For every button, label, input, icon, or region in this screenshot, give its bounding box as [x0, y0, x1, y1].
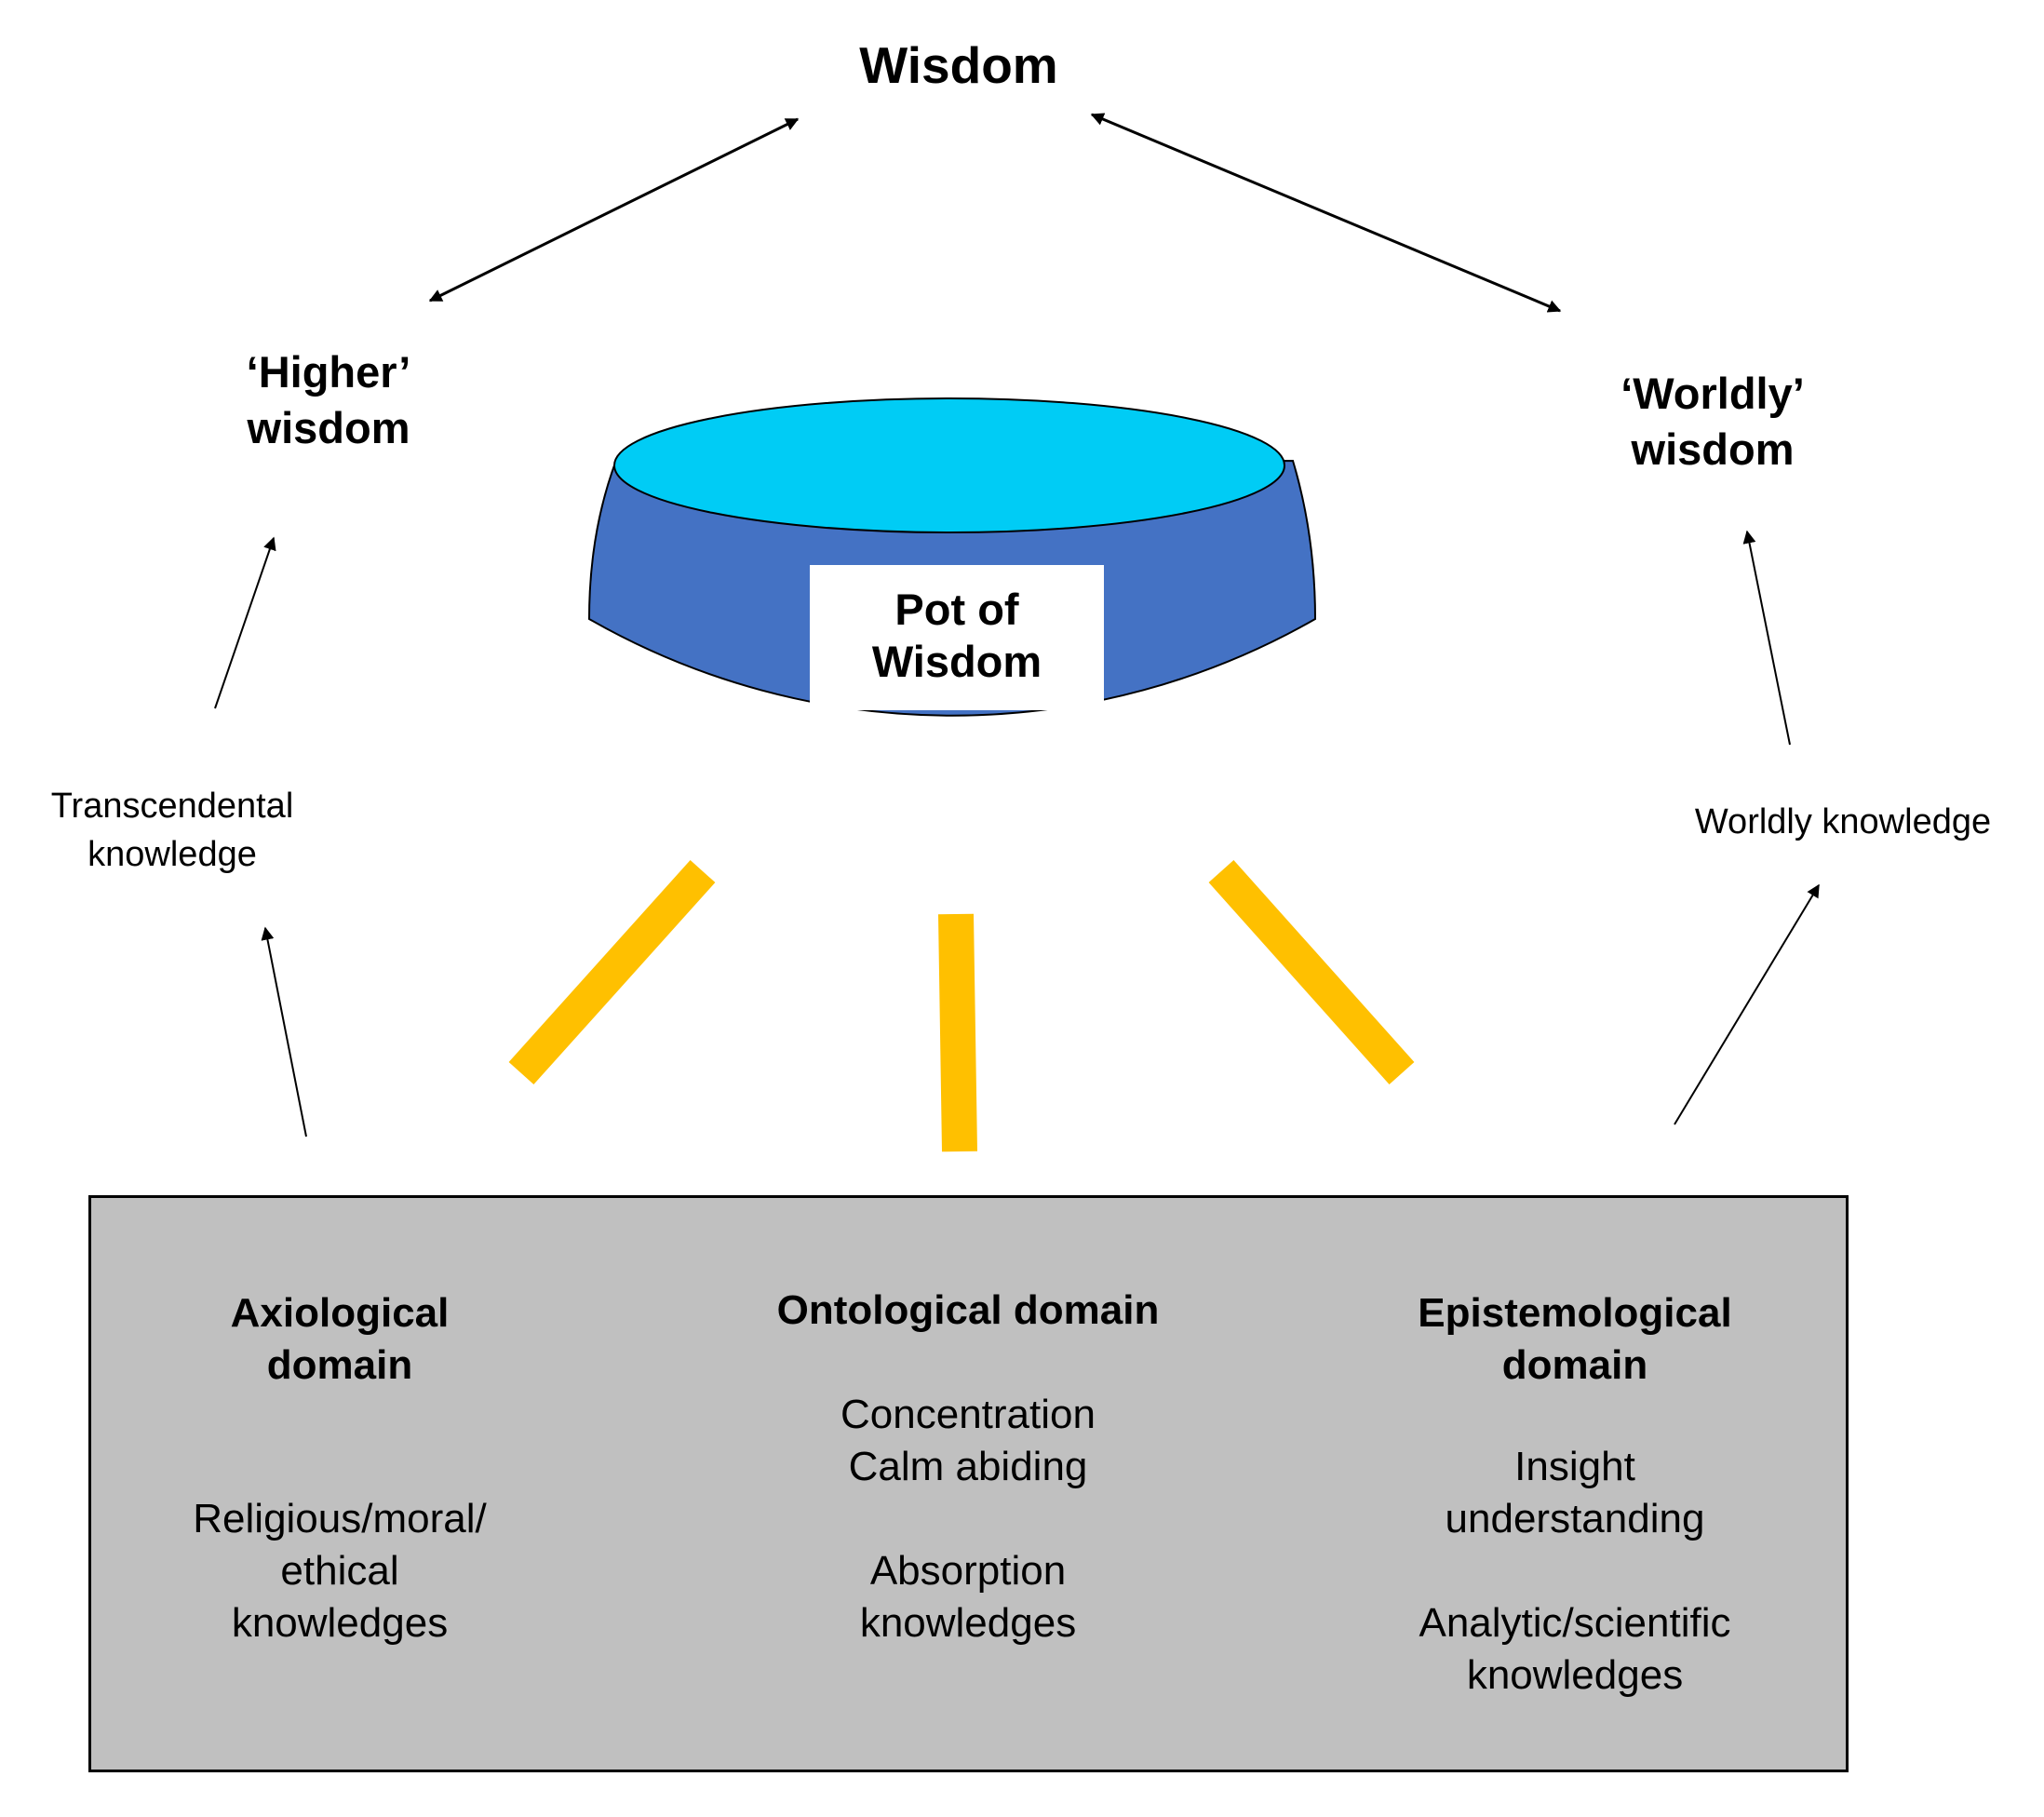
pot-label-line2: Wisdom: [871, 637, 1042, 686]
pot-label-line1: Pot of: [894, 585, 1019, 634]
axiological-text-line3: knowledges: [231, 1600, 449, 1646]
epistemological-title-line2: domain: [1501, 1342, 1648, 1388]
arrow-transcendental-to-higher: [214, 536, 276, 709]
pot-rim: [613, 397, 1285, 533]
axiological-text-line1: Religious/moral/: [193, 1496, 487, 1541]
epistemological-text-line3: Analytic/scientific: [1419, 1600, 1731, 1646]
worldly-wisdom-line2: wisdom: [1631, 424, 1795, 474]
ontological-text-line1: Concentration: [840, 1392, 1096, 1437]
higher-wisdom-line1: ‘Higher’: [246, 347, 411, 397]
higher-wisdom-line2: wisdom: [247, 403, 410, 452]
epistemological-text-line2: understanding: [1445, 1496, 1705, 1541]
axiological-title-line2: domain: [266, 1342, 413, 1388]
arrow-domains-to-transcendental: [261, 926, 307, 1137]
arrow-domains-to-worldly-knowledge: [1674, 883, 1820, 1125]
ontological-title: Ontological domain: [776, 1287, 1160, 1333]
axiological-text-line2: ethical: [280, 1548, 399, 1594]
axiological-title-line1: Axiological: [230, 1290, 450, 1336]
ontological-text-line4: knowledges: [859, 1600, 1077, 1646]
ontological-text-line2: Calm abiding: [848, 1444, 1088, 1489]
transcendental-knowledge-line2: knowledge: [87, 835, 257, 874]
ontological-text-line3: Absorption: [869, 1548, 1067, 1594]
domains-box: [88, 1195, 1849, 1772]
arrow-wisdom-to-worldly: [1090, 113, 1562, 313]
pot-leg-middle: [938, 913, 977, 1152]
arrow-worldly-knowledge-to-worldly: [1742, 530, 1791, 746]
transcendental-knowledge-line1: Transcendental: [50, 787, 294, 826]
worldly-wisdom-line1: ‘Worldly’: [1620, 369, 1805, 418]
worldly-knowledge-label: Worldly knowledge: [1694, 802, 1992, 841]
epistemological-text-line1: Insight: [1514, 1444, 1635, 1489]
epistemological-text-line4: knowledges: [1466, 1652, 1684, 1698]
wisdom-title: Wisdom: [859, 36, 1058, 94]
pot-leg-left: [508, 859, 716, 1085]
pot-leg-right: [1208, 860, 1415, 1084]
epistemological-title-line1: Epistemological: [1418, 1290, 1732, 1336]
pot-label-box: [810, 565, 1104, 710]
arrow-wisdom-to-higher: [428, 117, 800, 303]
